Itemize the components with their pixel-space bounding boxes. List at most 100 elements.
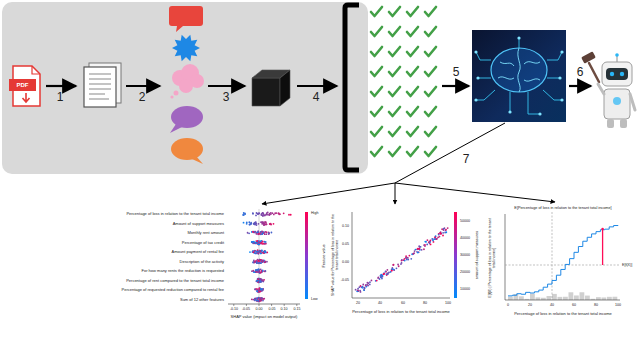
check-mark <box>425 147 436 156</box>
tick-label: 60 <box>572 303 576 307</box>
shap-dot <box>260 299 262 301</box>
shap-dot <box>243 214 245 216</box>
shap-dot <box>268 233 270 235</box>
speech-bubbles <box>170 95 173 98</box>
feature-name: Sum of 12 other features <box>180 297 224 301</box>
shap-dot <box>269 223 271 225</box>
shap-dot <box>257 269 259 271</box>
shap-dot <box>258 297 260 299</box>
shap-dot <box>260 298 262 300</box>
scatter-dot <box>445 229 447 231</box>
shap-dot <box>260 272 262 274</box>
feature-name: Percentage of tax credit <box>182 240 224 244</box>
feature-name: Description of the activity <box>180 259 224 263</box>
scatter-dot <box>393 269 395 271</box>
shap-dot <box>251 241 253 243</box>
colorbar <box>305 212 308 299</box>
shap-dot <box>264 224 266 226</box>
neural-network-image <box>472 30 566 122</box>
shap-dot <box>260 289 262 291</box>
shap-dot <box>252 213 254 215</box>
feature-name: Amount payment of rental fee <box>172 250 224 254</box>
scatter-dot <box>412 253 414 255</box>
scatter-dot <box>357 290 359 292</box>
scatter-dot <box>420 246 422 248</box>
shap-dot <box>257 231 259 233</box>
tick-label: 60 <box>401 301 405 305</box>
shap-dot <box>260 299 262 301</box>
shap-dot <box>253 271 255 273</box>
shap-dot <box>262 270 264 272</box>
shap-dot <box>258 287 260 289</box>
histogram-bar <box>536 297 541 300</box>
shap-dot <box>267 211 269 213</box>
circuit-node <box>474 50 477 53</box>
scatter-dot <box>360 285 362 287</box>
shap-dot <box>242 214 244 216</box>
step-arrows <box>442 85 469 87</box>
scatter-dot <box>417 248 419 250</box>
check-mark <box>371 67 382 76</box>
scatter-dot <box>444 232 446 234</box>
grey-panel <box>2 2 368 174</box>
shap-dot <box>264 231 266 233</box>
scatter-dot <box>405 255 407 257</box>
shap-dot <box>263 243 265 245</box>
tick-label: 0 <box>507 303 509 307</box>
check-mark <box>389 107 400 116</box>
shap-dot <box>258 297 260 299</box>
shap-dot <box>267 214 269 216</box>
tick-label: 80 <box>423 301 427 305</box>
shap-dot <box>261 270 263 272</box>
shap-dot <box>262 213 264 215</box>
scatter-dot <box>401 259 403 261</box>
explain-arrows <box>395 183 396 204</box>
dependence-curve <box>508 225 618 296</box>
robot-judge <box>581 51 635 128</box>
shap-dot <box>256 271 258 273</box>
scatter-dot <box>383 273 385 275</box>
scatter-dot <box>435 235 437 237</box>
check-mark <box>371 7 382 16</box>
shap-dot <box>249 251 251 253</box>
check-mark <box>407 127 418 136</box>
scatter-dot <box>410 258 412 260</box>
shap-dot <box>256 252 258 254</box>
shap-dot <box>264 252 266 254</box>
histogram-bar <box>596 297 601 300</box>
shap-dot <box>262 221 264 223</box>
circuit-line <box>547 78 560 79</box>
colorbar-title: amount of support measures <box>475 210 479 300</box>
tick-label: 0.00 <box>256 307 263 311</box>
shap-dot <box>258 233 260 235</box>
shap-dot <box>256 261 258 263</box>
circuit-node <box>560 50 563 53</box>
check-mark <box>425 87 436 96</box>
scatter-dot <box>443 229 445 231</box>
scatter-dot <box>442 235 444 237</box>
shap-dot <box>258 271 260 273</box>
shap-dot <box>263 298 265 300</box>
scatter-dot <box>436 238 438 240</box>
shap-dot <box>278 212 280 214</box>
axis-label: Percentage of loss in relation to the te… <box>352 310 450 314</box>
circuit-node <box>538 112 541 115</box>
shap-dot <box>260 289 262 291</box>
shap-dot <box>260 288 262 290</box>
shap-dot <box>256 299 258 301</box>
shap-dot <box>265 221 267 223</box>
check-mark <box>371 47 382 56</box>
shap-dot <box>244 212 246 214</box>
shap-dot <box>257 240 259 242</box>
scatter-dot <box>391 270 393 272</box>
robot-judge <box>602 62 632 86</box>
document-icon <box>89 74 111 99</box>
scatter-dot <box>366 284 368 286</box>
colorbar-tick: 30000 <box>460 253 470 257</box>
zero-line <box>259 209 260 304</box>
shap-dot <box>256 300 258 302</box>
shap-dot <box>263 231 265 233</box>
pdf-icon <box>9 79 36 91</box>
black-box <box>252 78 280 106</box>
